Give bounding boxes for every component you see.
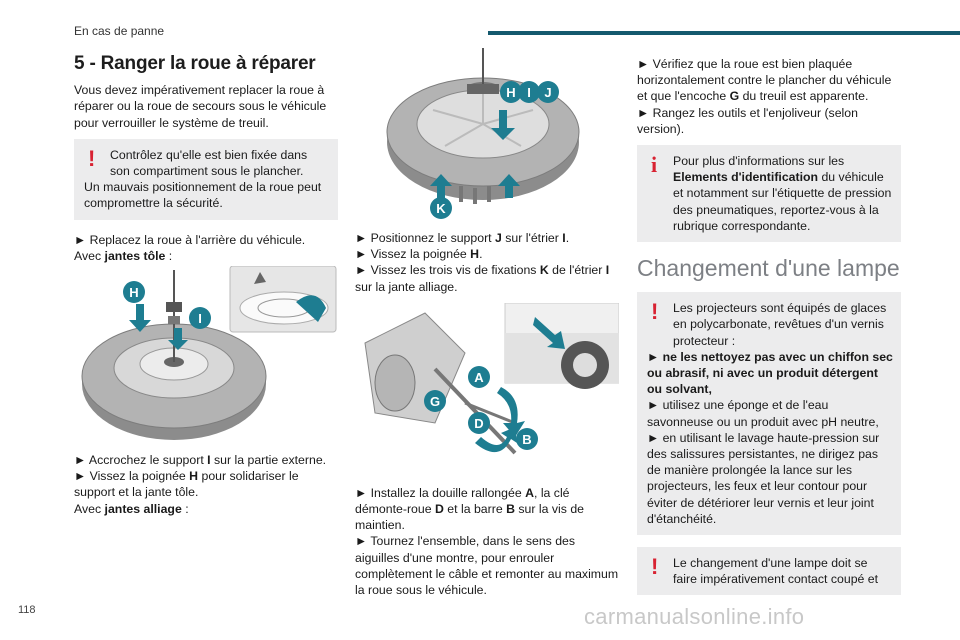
svg-text:D: D	[474, 416, 483, 431]
intro-paragraph: Vous devez impérativement replacer la ro…	[74, 83, 327, 130]
svg-text:J: J	[544, 85, 551, 100]
steel-rim-heading: Avec jantes tôle :	[74, 248, 173, 263]
callout-D	[468, 411, 490, 434]
step-replace-wheel: ► Replacez la roue à l'arrière du véhicu…	[74, 232, 306, 247]
svg-text:I: I	[527, 85, 531, 100]
callout-I	[189, 307, 211, 330]
step-position-support: ► Positionnez le support J sur l'étrier …	[355, 231, 570, 245]
column-3: ► Vérifiez que la roue est bien plaquée …	[637, 56, 901, 607]
alloy-rim-heading: Avec jantes alliage :	[74, 501, 189, 516]
figure-winch-tools: A G D B	[355, 302, 620, 479]
svg-text:K: K	[436, 201, 446, 216]
step-screw-handle-H: ► Vissez la poignée H.	[355, 247, 483, 262]
warning-no-abrasive: ► ne les nettoyez pas avec un chiffon se…	[647, 349, 893, 397]
alloy-rim-illustration: H I J K	[386, 48, 580, 219]
callout-G	[424, 389, 446, 412]
warning-box-headlamps: ! Les projecteurs sont équipés de glaces…	[637, 292, 901, 536]
step-screw-handle: ► Vissez la poignée H pour solidariser l…	[74, 469, 299, 500]
warning-use-sponge: ► utilisez une éponge et de l'eau savonn…	[647, 398, 879, 429]
column-1: 5 - Ranger la roue à réparer Vous devez …	[74, 53, 338, 525]
figure-alloy-rim: H I J K	[355, 48, 619, 224]
step-verify-wheel: ► Vérifiez que la roue est bien plaquée …	[637, 57, 892, 104]
section-title: 5 - Ranger la roue à réparer	[74, 53, 316, 74]
callout-J	[537, 81, 559, 103]
warning-icon: !	[651, 554, 659, 580]
warning-icon: !	[651, 299, 659, 325]
steel-rim-illustration: H I	[81, 265, 337, 441]
warning-text-1: Contrôlez qu'elle est bien fixée dans so…	[110, 147, 308, 179]
step-screw-fixings: ► Vissez les trois vis de fixations K de…	[355, 263, 610, 294]
winch-tools-illustration: A G D B	[364, 302, 620, 455]
info-box: i Pour plus d'informations sur les Eleme…	[637, 145, 901, 243]
svg-text:B: B	[522, 432, 531, 447]
lamp-section-title: Changement d'une lampe	[637, 255, 900, 282]
svg-text:H: H	[506, 85, 515, 100]
step-turn-assembly: ► Tournez l'ensemble, dans le sens des a…	[355, 534, 619, 598]
callout-H	[123, 281, 145, 304]
warning-text-2: Un mauvais positionnement de la roue peu…	[84, 180, 322, 211]
running-header: En cas de panne	[74, 24, 165, 38]
warning-box: ! Contrôlez qu'elle est bien fixée dans …	[74, 138, 338, 220]
svg-text:A: A	[474, 370, 484, 385]
svg-text:I: I	[198, 311, 202, 326]
svg-text:H: H	[129, 285, 138, 300]
callout-H	[500, 81, 522, 103]
page-number: 118	[18, 604, 36, 616]
info-icon: i	[651, 152, 658, 178]
callout-K	[430, 197, 452, 219]
column-2: H I J K ► Positionnez le support J sur l…	[355, 48, 620, 606]
warning-box-lamp-change: ! Le changement d'une lampe doit se fair…	[637, 547, 901, 596]
warning-icon: !	[88, 145, 96, 171]
callout-B	[516, 427, 538, 450]
warning-high-pressure: ► en utilisant le lavage haute-pression …	[647, 430, 880, 526]
step-install-tools: ► Installez la douille rallongée A, la c…	[355, 485, 584, 533]
callout-A	[468, 365, 490, 388]
watermark: carmanualsonline.info	[584, 604, 805, 629]
header-accent-bar	[488, 31, 960, 35]
callout-I	[518, 81, 540, 103]
svg-text:G: G	[430, 394, 440, 409]
step-store-tools: ► Rangez les outils et l'enjoliveur (sel…	[637, 105, 858, 136]
figure-steel-rim: H I	[74, 265, 338, 443]
step-hook-support: ► Accrochez le support I sur la partie e…	[74, 453, 327, 468]
